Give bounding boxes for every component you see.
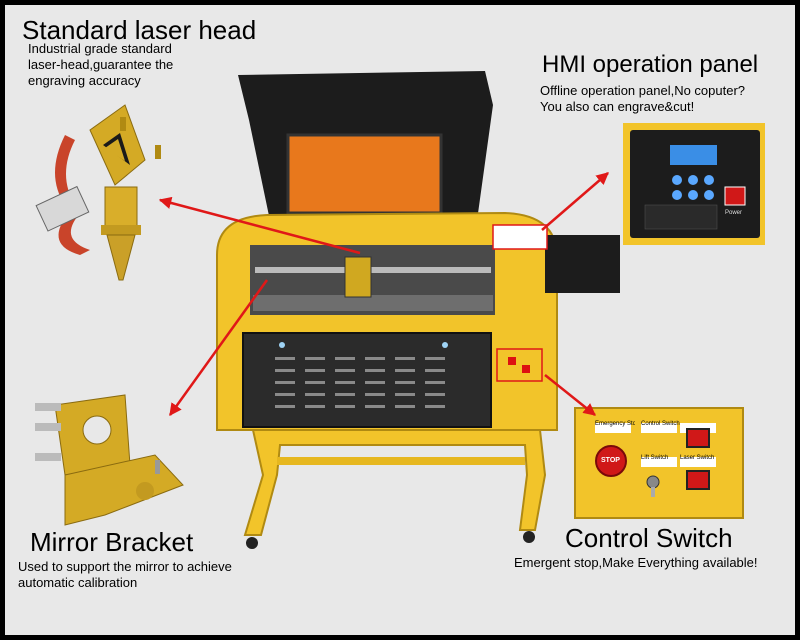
hmi-desc-line-2: You also can engrave&cut!: [540, 99, 695, 114]
hmi-panel-title: HMI operation panel: [542, 51, 759, 78]
hmi-panel-component: [623, 123, 765, 245]
control-switch-label: Control Switch: [641, 421, 680, 427]
laser-machine: [216, 71, 620, 549]
machine-stand: [243, 429, 547, 536]
laser-head-title: Standard laser head: [22, 15, 257, 45]
mirror-desc-line-2: automatic calibration: [18, 575, 138, 590]
laser-engraver-illustration: [35, 71, 765, 549]
control-switch-description: Emergent stop,Make Everything available!: [514, 555, 758, 571]
laser-head-desc-line-3: engraving accuracy: [28, 73, 141, 88]
laser-head-description: Industrial grade standard laser-head,gua…: [28, 41, 173, 89]
vent-door: [242, 332, 492, 428]
callout-arrows: [158, 172, 609, 417]
hmi-highlight: [492, 224, 548, 250]
carriage-head: [344, 256, 372, 298]
control-switch-desc-line-1: Emergent stop,Make Everything available!: [514, 555, 758, 570]
control-switch-title: Control Switch: [565, 523, 733, 553]
caster-right: [523, 531, 535, 543]
hmi-power-label: Power: [725, 210, 743, 216]
stop-label: STOP: [601, 457, 620, 464]
mirror-bracket-title: Mirror Bracket: [30, 527, 194, 557]
caster-left: [246, 537, 258, 549]
stop-button: [595, 445, 627, 477]
mirror-desc-line-1: Used to support the mirror to achieve: [18, 559, 232, 574]
laser-head-desc-line-2: laser-head,guarantee the: [28, 57, 174, 72]
laser-switch-label: Laser Switch: [680, 455, 715, 461]
laser-head-desc-line-1: Industrial grade standard: [28, 41, 172, 56]
lid-window: [286, 133, 443, 215]
lift-switch-label: Lift Switch: [641, 455, 669, 461]
hmi-panel-description: Offline operation panel,No coputer? You …: [540, 83, 745, 115]
mirror-bracket-description: Used to support the mirror to achieve au…: [18, 559, 232, 591]
x-rail: [255, 267, 491, 273]
emergency-stop-label: Emergency Stop: [595, 421, 635, 427]
mirror-bracket-component: [35, 394, 184, 526]
hmi-desc-line-1: Offline operation panel,No coputer?: [540, 83, 746, 98]
control-switch-highlight: [496, 348, 543, 382]
product-image-frame: Standard laser head Industrial grade sta…: [5, 5, 795, 635]
side-box: [545, 235, 620, 293]
control-switch-component: [574, 407, 744, 519]
laser-head-component: [35, 104, 161, 281]
